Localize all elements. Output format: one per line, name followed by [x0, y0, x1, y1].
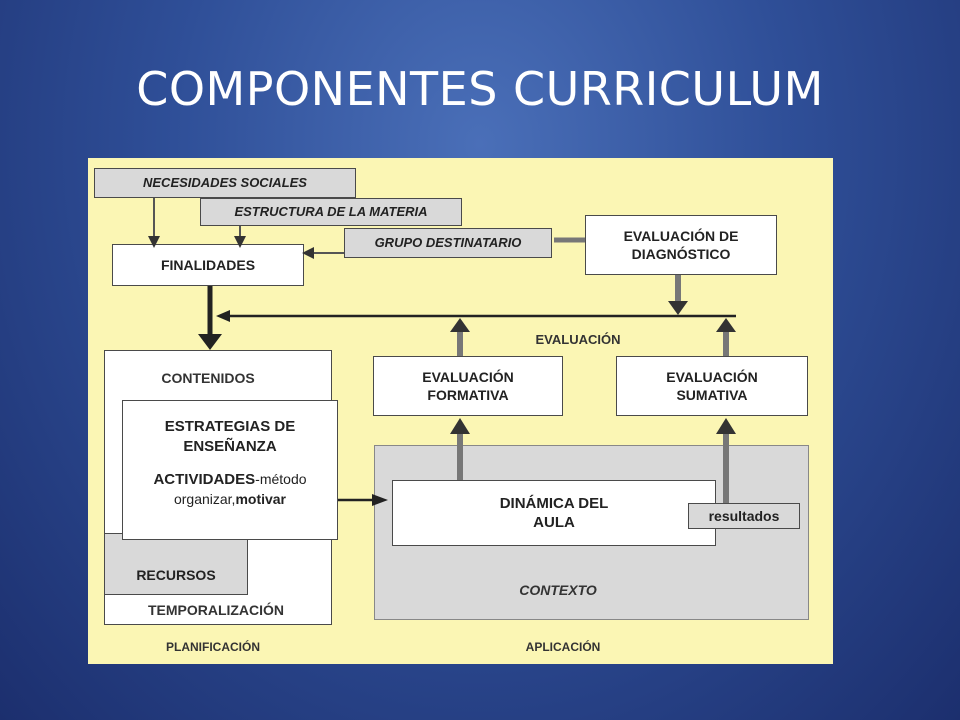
estrategias-label: ESTRATEGIAS DE ENSEÑANZA — [164, 418, 296, 455]
resultados-box: resultados — [688, 503, 800, 529]
contenidos-label: CONTENIDOS — [161, 370, 255, 386]
evaluacion-formativa-label: EVALUACIÓN FORMATIVA — [422, 368, 514, 403]
grupo-destinatario-label: GRUPO DESTINATARIO — [374, 234, 522, 250]
estructura-materia-box: ESTRUCTURA DE LA MATERIA — [200, 198, 462, 226]
contexto-label: CONTEXTO — [519, 582, 597, 598]
curriculum-diagram: NECESIDADES SOCIALES ESTRUCTURA DE LA MA… — [88, 158, 833, 664]
evaluacion-diagnostico-label: EVALUACIÓN DE DIAGNÓSTICO — [623, 227, 739, 262]
actividades-text: ACTIVIDADES-método organizar,motivar — [153, 470, 306, 508]
connector-arrows — [148, 198, 736, 506]
arrowhead-formativa-up — [450, 318, 470, 332]
planificacion-label: PLANIFICACIÓN — [166, 640, 260, 654]
evaluacion-diagnostico-box: EVALUACIÓN DE DIAGNÓSTICO — [585, 215, 777, 275]
actividades-label: ACTIVIDADES — [153, 471, 256, 488]
temporalizacion-label: TEMPORALIZACIÓN — [147, 602, 285, 618]
actividades-organizar: organizar, — [173, 490, 236, 507]
arrowhead-resultados-sumativa — [716, 418, 736, 434]
grupo-destinatario-box: GRUPO DESTINATARIO — [344, 228, 552, 258]
evaluacion-formativa-box: EVALUACIÓN FORMATIVA — [373, 356, 563, 416]
arrowhead-finalidades — [198, 334, 222, 350]
evaluacion-sumativa-label: EVALUACIÓN SUMATIVA — [666, 368, 758, 403]
arrowhead-diag — [668, 301, 688, 315]
aplicacion-label: APLICACIÓN — [525, 640, 601, 654]
evaluacion-sumativa-box: EVALUACIÓN SUMATIVA — [616, 356, 808, 416]
arrowhead-sumativa-up — [716, 318, 736, 332]
arrowhead-dinamica-formativa — [450, 418, 470, 434]
actividades-motivar: motivar — [235, 490, 287, 507]
actividades-metodo: -método — [255, 471, 307, 487]
estrategias-box: ESTRATEGIAS DE ENSEÑANZA ACTIVIDADES-mét… — [122, 400, 338, 540]
evaluacion-label: EVALUACIÓN — [535, 332, 621, 347]
arrowhead-bus — [216, 310, 230, 322]
necesidades-sociales-label: NECESIDADES SOCIALES — [143, 174, 307, 190]
dinamica-aula-box: DINÁMICA DEL AULA — [392, 480, 716, 546]
necesidades-sociales-box: NECESIDADES SOCIALES — [94, 168, 356, 198]
estructura-materia-label: ESTRUCTURA DE LA MATERIA — [234, 203, 428, 219]
finalidades-label: FINALIDADES — [160, 256, 256, 273]
arrowhead-actividades-dinamica — [372, 494, 388, 506]
page-title: COMPONENTES CURRICULUM — [136, 62, 824, 116]
finalidades-box: FINALIDADES — [112, 244, 304, 286]
resultados-label: resultados — [708, 507, 780, 524]
recursos-label: RECURSOS — [136, 566, 216, 583]
dinamica-aula-label: DINÁMICA DEL AULA — [499, 494, 609, 532]
